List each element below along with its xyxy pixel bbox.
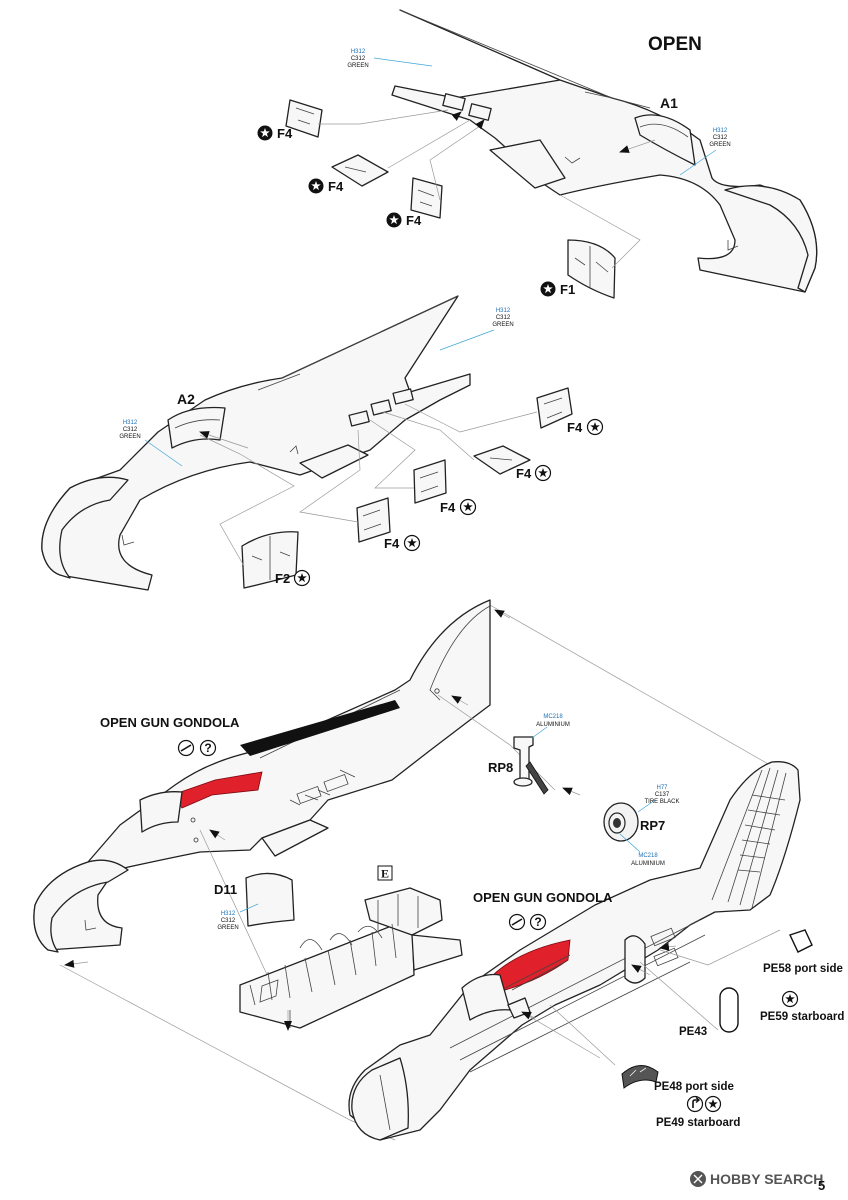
lower-left-fuselage bbox=[33, 599, 491, 953]
colour-callout-d11: H312 C312 GREEN bbox=[217, 911, 238, 931]
pe49-label: PE49 starboard bbox=[656, 1117, 740, 1129]
svg-text:TIRE BLACK: TIRE BLACK bbox=[644, 799, 679, 805]
upper-window-3 bbox=[410, 177, 443, 219]
upper-window-4-label: F1 bbox=[560, 282, 575, 297]
guide-tail-top bbox=[489, 604, 771, 766]
svg-text:H312: H312 bbox=[351, 49, 366, 55]
colour-callout-aluminium-1: MC218 ALUMINIUM bbox=[536, 714, 570, 728]
svg-text:C312: C312 bbox=[713, 135, 728, 141]
pe48-label: PE48 port side bbox=[654, 1081, 734, 1093]
middle-window-4-label: F4 bbox=[384, 536, 400, 551]
upper-window-3-label: F4 bbox=[406, 213, 422, 228]
tail-wheel-strut bbox=[513, 736, 549, 795]
nose-cap-middle bbox=[41, 476, 129, 579]
gun-gondola-red-upper bbox=[171, 771, 263, 809]
part-label-a1: A1 bbox=[660, 95, 678, 111]
svg-text:GREEN: GREEN bbox=[347, 63, 368, 69]
pe43-label: PE43 bbox=[679, 1026, 707, 1038]
middle-window-2-label: F4 bbox=[516, 466, 532, 481]
svg-text:ALUMINIUM: ALUMINIUM bbox=[631, 861, 665, 867]
middle-window-1-label: F4 bbox=[567, 420, 583, 435]
colour-callout-middle-1: H312 C312 GREEN bbox=[492, 308, 513, 328]
middle-window-1 bbox=[536, 387, 573, 429]
svg-text:MC218: MC218 bbox=[543, 714, 563, 720]
nose-cap-upper bbox=[724, 185, 818, 293]
svg-text:GREEN: GREEN bbox=[119, 434, 140, 440]
svg-text:H77: H77 bbox=[656, 785, 668, 791]
svg-text:GREEN: GREEN bbox=[709, 142, 730, 148]
middle-window-4 bbox=[356, 497, 391, 543]
colour-callout-tire: H77 C137 TIRE BLACK bbox=[644, 785, 679, 805]
upper-window-1 bbox=[285, 99, 323, 138]
page-number: 5 bbox=[818, 1178, 825, 1193]
svg-text:ALUMINIUM: ALUMINIUM bbox=[536, 722, 570, 728]
svg-text:MC218: MC218 bbox=[638, 853, 658, 859]
svg-text:C312: C312 bbox=[221, 918, 236, 924]
middle-window-5-label: F2 bbox=[275, 571, 290, 586]
cockpit-tub bbox=[239, 887, 463, 1029]
svg-text:C137: C137 bbox=[655, 792, 670, 798]
open-gun-gondola-label-lower: OPEN GUN GONDOLA bbox=[473, 890, 613, 905]
tail-wheel bbox=[603, 802, 639, 842]
colour-callout-upper-2: H312 C312 GREEN bbox=[709, 128, 730, 148]
pe58-label: PE58 port side bbox=[763, 963, 843, 975]
svg-text:H312: H312 bbox=[123, 420, 138, 426]
pe48-part bbox=[621, 1065, 659, 1089]
d11-label: D11 bbox=[214, 882, 237, 897]
svg-text:C312: C312 bbox=[496, 315, 511, 321]
middle-window-2 bbox=[473, 445, 531, 475]
svg-text:C312: C312 bbox=[123, 427, 138, 433]
pe59-label: PE59 starboard bbox=[760, 1011, 844, 1023]
svg-text:C312: C312 bbox=[351, 56, 366, 62]
middle-window-3-label: F4 bbox=[440, 500, 456, 515]
svg-text:H312: H312 bbox=[496, 308, 511, 314]
rp8-label: RP8 bbox=[488, 760, 513, 775]
open-gun-gondola-label-upper: OPEN GUN GONDOLA bbox=[100, 715, 240, 730]
svg-text:HOBBY SEARCH: HOBBY SEARCH bbox=[710, 1171, 823, 1187]
middle-assembly: A2 bbox=[41, 295, 471, 591]
upper-window-2 bbox=[331, 154, 389, 187]
fuselage-spine-black bbox=[240, 700, 400, 756]
tub-letter-box bbox=[377, 865, 393, 881]
pe58-part bbox=[789, 929, 813, 953]
svg-text:H312: H312 bbox=[713, 128, 728, 134]
colour-callout-aluminium-2: MC218 ALUMINIUM bbox=[631, 853, 665, 867]
middle-window-5 bbox=[241, 531, 299, 589]
svg-text:GREEN: GREEN bbox=[217, 925, 238, 931]
colour-callout-upper-1: H312 C312 GREEN bbox=[347, 49, 368, 69]
svg-text:H312: H312 bbox=[221, 911, 236, 917]
upper-window-4 bbox=[567, 239, 616, 299]
upper-window-1-label: F4 bbox=[277, 126, 293, 141]
pe43-part bbox=[719, 987, 739, 1033]
rp7-label: RP7 bbox=[640, 818, 665, 833]
upper-assembly: A1 bbox=[391, 9, 818, 293]
headrest-d11 bbox=[245, 872, 295, 927]
heading-open: OPEN bbox=[648, 34, 702, 55]
svg-text:GREEN: GREEN bbox=[492, 322, 513, 328]
colour-callout-middle-2: H312 C312 GREEN bbox=[119, 420, 140, 440]
watermark: HOBBY SEARCH bbox=[690, 1171, 823, 1187]
part-label-a2: A2 bbox=[177, 391, 195, 407]
fuselage-half-right bbox=[348, 761, 801, 1141]
tub-letter: E bbox=[381, 867, 389, 881]
middle-window-3 bbox=[413, 459, 447, 504]
upper-window-2-label: F4 bbox=[328, 179, 344, 194]
